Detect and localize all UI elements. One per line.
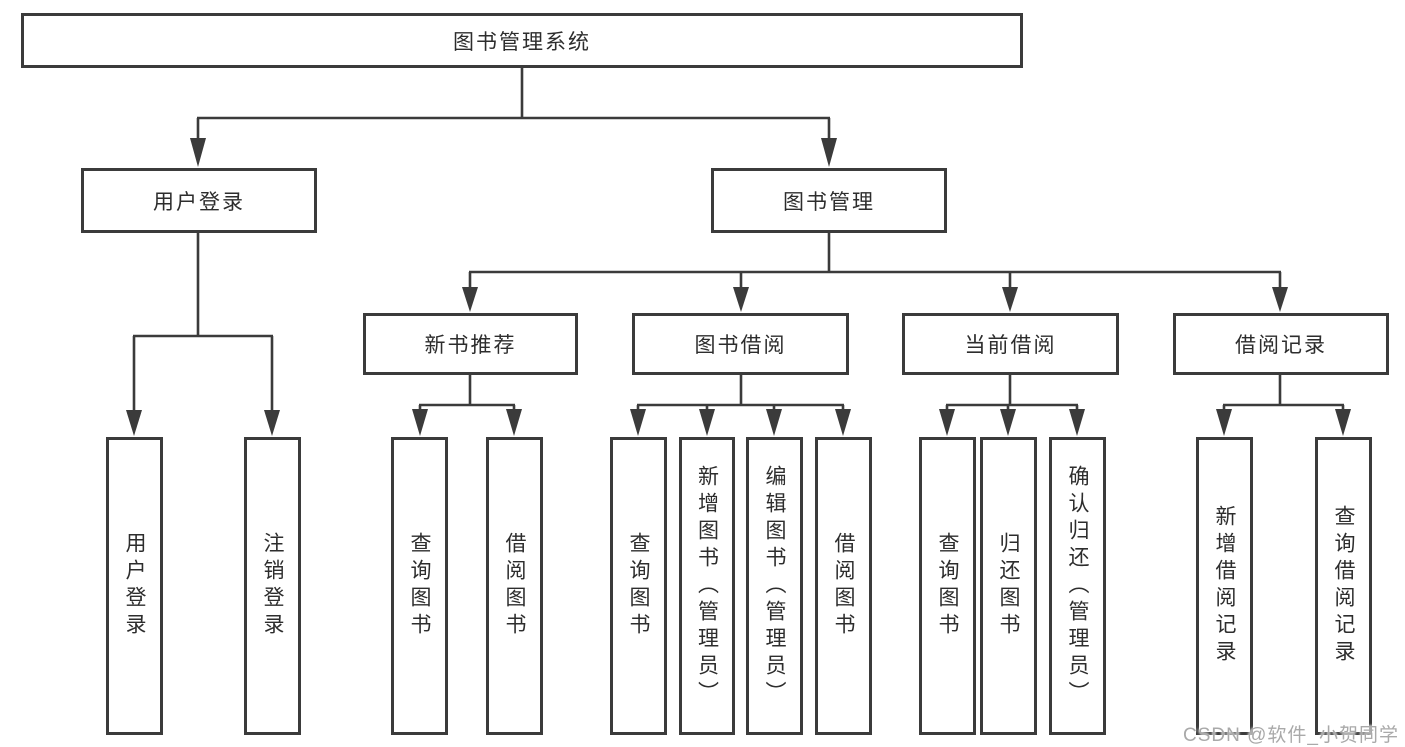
connector-user-login <box>132 233 274 412</box>
arrowhead-icon <box>699 409 715 436</box>
leaf-borrow-books-2: 借阅图书 <box>815 437 872 735</box>
node-label: 图书管理系统 <box>453 30 591 54</box>
node-label: 图书借阅 <box>694 334 787 357</box>
arrowhead-icon <box>1069 409 1085 436</box>
arrowhead-icon <box>821 138 837 167</box>
node-label: 新增借阅记录 <box>1213 505 1236 667</box>
arrowhead-icon <box>939 409 955 436</box>
node-label: 借阅记录 <box>1235 334 1327 357</box>
leaf-add-books-admin: 新增图书（管理员） <box>679 437 735 735</box>
connector-root <box>196 68 831 140</box>
arrowhead-icon <box>412 409 428 436</box>
leaf-logout: 注销登录 <box>244 437 301 735</box>
node-new-book-recommend: 新书推荐 <box>363 313 578 375</box>
leaf-return-books: 归还图书 <box>980 437 1037 735</box>
arrowhead-icon <box>835 409 851 436</box>
node-book-borrowing: 图书借阅 <box>632 313 849 375</box>
node-book-management: 图书管理 <box>711 168 947 233</box>
arrowhead-icon <box>506 409 522 436</box>
node-library-management-system: 图书管理系统 <box>21 13 1023 68</box>
leaf-edit-books-admin: 编辑图书（管理员） <box>746 437 803 735</box>
arrowhead-icon <box>1335 409 1351 436</box>
node-label: 确认归还（管理员） <box>1066 464 1089 708</box>
arrowhead-icon <box>1216 409 1232 436</box>
node-label: 归还图书 <box>997 532 1020 640</box>
leaf-borrow-books-1: 借阅图书 <box>486 437 543 735</box>
arrowhead-icon <box>264 410 280 436</box>
node-label: 用户登录 <box>153 190 245 214</box>
leaf-query-books-2: 查询图书 <box>610 437 667 735</box>
node-label: 查询图书 <box>408 532 431 640</box>
leaf-confirm-return-admin: 确认归还（管理员） <box>1049 437 1106 735</box>
node-label: 图书管理 <box>783 190 875 214</box>
node-label: 用户登录 <box>123 532 146 640</box>
arrowhead-icon <box>630 409 646 436</box>
node-borrow-records: 借阅记录 <box>1173 313 1389 375</box>
node-label: 查询借阅记录 <box>1332 505 1355 667</box>
node-label: 查询图书 <box>627 532 650 640</box>
leaf-add-borrow-record: 新增借阅记录 <box>1196 437 1253 735</box>
node-current-borrowing: 当前借阅 <box>902 313 1119 375</box>
connector-book-borrowing <box>636 375 845 411</box>
node-label: 借阅图书 <box>832 532 855 640</box>
arrowhead-icon <box>733 287 749 312</box>
connector-current-borrowing <box>945 375 1079 411</box>
arrowhead-icon <box>1002 287 1018 312</box>
arrowhead-icon <box>1272 287 1288 312</box>
connector-new-book-recommend <box>418 375 516 411</box>
connector-borrow-records <box>1222 375 1345 411</box>
leaf-query-books-1: 查询图书 <box>391 437 448 735</box>
node-user-login: 用户登录 <box>81 168 317 233</box>
arrowhead-icon <box>190 138 206 167</box>
node-label: 注销登录 <box>261 532 284 640</box>
leaf-query-borrow-record: 查询借阅记录 <box>1315 437 1372 735</box>
arrowhead-icon <box>1000 409 1016 436</box>
arrowhead-icon <box>126 410 142 436</box>
node-label: 借阅图书 <box>503 532 526 640</box>
arrowhead-icon <box>766 409 782 436</box>
node-label: 新增图书（管理员） <box>695 464 719 708</box>
watermark-text: CSDN @软件_小贺同学 <box>1183 725 1399 746</box>
leaf-user-login: 用户登录 <box>106 437 163 735</box>
leaf-query-books-3: 查询图书 <box>919 437 976 735</box>
node-label: 当前借阅 <box>964 334 1057 357</box>
node-label: 查询图书 <box>936 532 959 640</box>
node-label: 新书推荐 <box>424 334 517 357</box>
node-label: 编辑图书（管理员） <box>763 464 786 708</box>
connector-book-management <box>468 233 1282 289</box>
arrowhead-icon <box>462 287 478 312</box>
